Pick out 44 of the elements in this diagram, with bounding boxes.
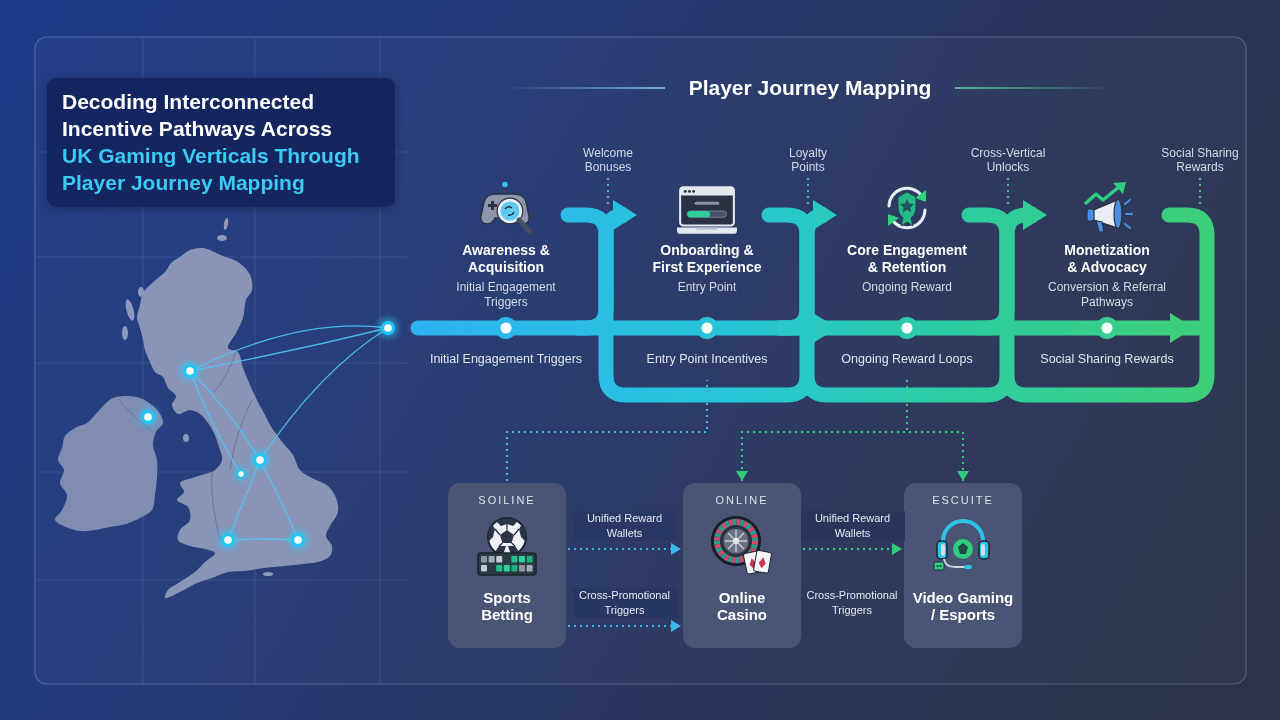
card-tag: SOILINE bbox=[478, 494, 536, 507]
connector-line bbox=[1199, 177, 1201, 206]
card-title: Sports Betting bbox=[480, 589, 534, 623]
card-title: Video Gaming / Esports bbox=[911, 589, 1015, 623]
stage-heading: Monetization & Advocacy bbox=[1063, 242, 1151, 276]
stage-description: Ongoing Reward bbox=[860, 280, 954, 295]
card-tag: ONLINE bbox=[715, 494, 769, 507]
connector-line bbox=[807, 177, 809, 206]
flow-arrow bbox=[576, 200, 637, 336]
callout-label: Welcome Bonuses bbox=[573, 146, 643, 176]
stage-heading: Core Engagement & Retention bbox=[846, 242, 968, 276]
card-title: Online Casino bbox=[716, 589, 768, 623]
dotted-arrow bbox=[802, 543, 903, 555]
headline-text: Decoding Interconnected Incentive Pathways Across bbox=[62, 89, 333, 142]
connector-line bbox=[506, 379, 708, 482]
connector-line bbox=[607, 177, 609, 206]
stage-caption: Social Sharing Rewards bbox=[1040, 352, 1174, 367]
dotted-arrow bbox=[567, 620, 682, 632]
title-panel bbox=[47, 78, 395, 207]
stage-caption: Ongoing Reward Loops bbox=[841, 352, 973, 367]
flow-label: Cross-Promotional Triggers bbox=[805, 588, 899, 618]
vertical-card bbox=[683, 483, 801, 648]
flow-arrow bbox=[977, 200, 1047, 336]
callout-label: Loyalty Points bbox=[778, 146, 838, 176]
stage-description: Entry Point bbox=[676, 280, 738, 295]
stage-caption: Entry Point Incentives bbox=[646, 352, 768, 367]
vertical-card bbox=[904, 483, 1022, 648]
callout-label: Cross-Vertical Unlocks bbox=[963, 146, 1053, 176]
callout-label: Social Sharing Rewards bbox=[1155, 146, 1245, 176]
card-tag: ESCUITE bbox=[932, 494, 994, 507]
edge-label: Unified Reward Wallets bbox=[800, 511, 905, 541]
edge-label: Unified Reward Wallets bbox=[572, 511, 677, 541]
stage-heading: Onboarding & First Experience bbox=[651, 242, 763, 276]
dotted-arrow bbox=[906, 379, 969, 482]
vertical-card bbox=[448, 483, 566, 648]
dotted-arrow bbox=[567, 543, 682, 555]
stage-heading: Awareness & Acquisition bbox=[461, 242, 551, 276]
stage-description: Initial Engagement Triggers bbox=[455, 280, 557, 310]
stage-description: Conversion & Referral Pathways bbox=[1046, 280, 1168, 310]
edge-label: Cross-Promotional Triggers bbox=[572, 588, 677, 618]
stage-caption: Initial Engagement Triggers bbox=[429, 352, 583, 367]
headline-text: UK Gaming Verticals Through Player Journey Mapping bbox=[62, 143, 361, 196]
connector-line bbox=[1007, 177, 1009, 206]
section-heading: Player Journey Mapping bbox=[688, 75, 932, 101]
